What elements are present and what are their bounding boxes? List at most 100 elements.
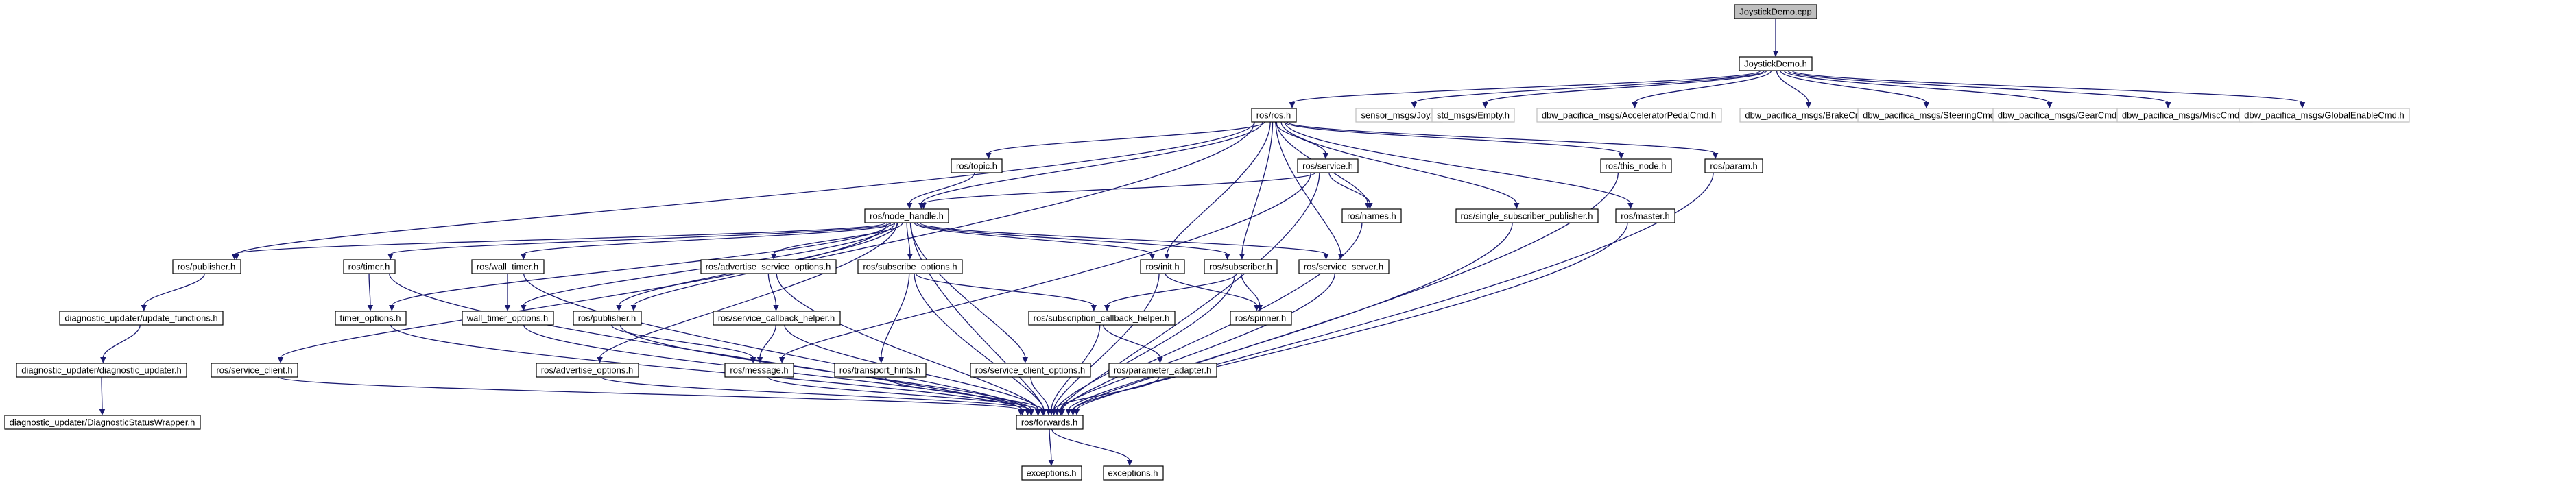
node-ros-param[interactable]: ros/param.h bbox=[1704, 158, 1763, 173]
arrowhead bbox=[1070, 409, 1076, 415]
edge-ros-names-to-ros-forwards bbox=[1062, 222, 1363, 411]
node-box bbox=[2239, 108, 2410, 123]
edge-ros-service-to-ros-forwards bbox=[1060, 172, 1320, 411]
node-box bbox=[1021, 465, 1082, 481]
arrowhead bbox=[1367, 203, 1373, 209]
edge-joystickdemo-h-to-dbw-steering bbox=[1780, 70, 1927, 104]
arrowhead bbox=[920, 203, 927, 209]
arrowhead bbox=[141, 305, 147, 311]
node-box bbox=[951, 158, 1003, 173]
node-ros-init[interactable]: ros/init.h bbox=[1140, 259, 1185, 274]
node-ros-parameter-adapter[interactable]: ros/parameter_adapter.h bbox=[1108, 363, 1217, 378]
arrowhead bbox=[1126, 460, 1133, 466]
edge-timer-options-to-ros-forwards bbox=[390, 324, 1023, 411]
arrowhead bbox=[1017, 409, 1024, 415]
node-ros-advertise-service-options[interactable]: ros/advertise_service_options.h bbox=[700, 259, 837, 274]
node-box bbox=[1455, 208, 1599, 223]
node-box bbox=[1431, 108, 1515, 123]
node-dbw-gear: dbw_pacifica_msgs/GearCmd.h bbox=[1992, 108, 2130, 123]
node-label: ros/message.h bbox=[730, 365, 788, 376]
node-exceptions-b[interactable]: exceptions.h bbox=[1103, 465, 1164, 481]
node-timer-options[interactable]: timer_options.h bbox=[335, 311, 407, 326]
node-diag-update-functions[interactable]: diagnostic_updater/update_functions.h bbox=[59, 311, 224, 326]
node-ros-publisher-mid[interactable]: ros/publisher.h bbox=[573, 311, 642, 326]
node-ros-subscription-callback-helper[interactable]: ros/subscription_callback_helper.h bbox=[1028, 311, 1176, 326]
node-box bbox=[1204, 259, 1278, 274]
node-ros-topic[interactable]: ros/topic.h bbox=[951, 158, 1003, 173]
edge-ros-service-client-options-to-ros-forwards bbox=[1030, 376, 1049, 411]
node-ros-forwards[interactable]: ros/forwards.h bbox=[1016, 415, 1084, 430]
node-ros-publisher-left[interactable]: ros/publisher.h bbox=[172, 259, 241, 274]
node-ros-message[interactable]: ros/message.h bbox=[724, 363, 794, 378]
arrowhead bbox=[231, 254, 238, 260]
node-label: ros/subscriber.h bbox=[1209, 262, 1272, 272]
node-ros-service-callback-helper[interactable]: ros/service_callback_helper.h bbox=[713, 311, 841, 326]
arrowhead bbox=[756, 357, 763, 363]
node-ros-names[interactable]: ros/names.h bbox=[1341, 208, 1402, 223]
node-joystickdemo-h[interactable]: JoystickDemo.h bbox=[1739, 56, 1813, 71]
node-box bbox=[471, 259, 545, 274]
edge-ros-ros-h-to-ros-this-node bbox=[1284, 121, 1622, 154]
arrowhead bbox=[99, 409, 106, 415]
edge-ros-ros-h-to-ros-node-handle bbox=[920, 121, 1263, 204]
node-label: ros/subscription_callback_helper.h bbox=[1034, 313, 1170, 324]
node-label: ros/service_client.h bbox=[216, 365, 292, 376]
edge-ros-advertise-options-to-ros-forwards bbox=[600, 376, 1031, 411]
node-ros-ros-h[interactable]: ros/ros.h bbox=[1251, 108, 1297, 123]
node-exceptions-a[interactable]: exceptions.h bbox=[1021, 465, 1082, 481]
node-wall-timer-options[interactable]: wall_timer_options.h bbox=[462, 311, 554, 326]
node-box bbox=[1536, 108, 1722, 123]
node-box bbox=[16, 363, 187, 378]
node-ros-master[interactable]: ros/master.h bbox=[1615, 208, 1675, 223]
node-label: ros/transport_hints.h bbox=[839, 365, 921, 376]
arrowhead bbox=[1065, 409, 1072, 415]
arrowhead bbox=[1322, 153, 1329, 159]
node-ros-transport-hints[interactable]: ros/transport_hints.h bbox=[834, 363, 927, 378]
node-diag-status-wrapper[interactable]: diagnostic_updater/DiagnosticStatusWrapp… bbox=[4, 415, 201, 430]
node-ros-single-subscriber-publisher[interactable]: ros/single_subscriber_publisher.h bbox=[1455, 208, 1599, 223]
arrowhead bbox=[2164, 102, 2171, 108]
arrowhead bbox=[1337, 254, 1344, 260]
node-ros-timer[interactable]: ros/timer.h bbox=[343, 259, 396, 274]
node-box bbox=[1704, 158, 1763, 173]
arrowhead bbox=[1411, 102, 1418, 108]
node-ros-service-client-options[interactable]: ros/service_client_options.h bbox=[970, 363, 1091, 378]
node-label: ros/service_callback_helper.h bbox=[718, 313, 835, 324]
edge-ros-ros-h-to-ros-init bbox=[1166, 121, 1271, 255]
node-box bbox=[1108, 363, 1217, 378]
arrowhead bbox=[1514, 203, 1520, 209]
node-ros-subscriber[interactable]: ros/subscriber.h bbox=[1204, 259, 1278, 274]
node-ros-advertise-options[interactable]: ros/advertise_options.h bbox=[536, 363, 639, 378]
node-ros-service-client[interactable]: ros/service_client.h bbox=[211, 363, 298, 378]
node-ros-subscribe-options[interactable]: ros/subscribe_options.h bbox=[857, 259, 963, 274]
node-ros-service[interactable]: ros/service.h bbox=[1297, 158, 1359, 173]
edge-ros-param-to-ros-forwards bbox=[1076, 172, 1714, 411]
node-box bbox=[1230, 311, 1292, 326]
node-ros-service-server[interactable]: ros/service_server.h bbox=[1298, 259, 1390, 274]
edge-ros-init-to-ros-forwards bbox=[1053, 273, 1160, 411]
node-ros-this-node[interactable]: ros/this_node.h bbox=[1600, 158, 1672, 173]
node-dbw-brake: dbw_pacifica_msgs/BrakeCmd.h bbox=[1739, 108, 1881, 123]
arrowhead bbox=[1149, 254, 1156, 260]
arrowhead bbox=[1923, 102, 1930, 108]
arrowhead bbox=[1239, 254, 1245, 260]
edge-ros-subscriber-to-ros-subscription-callback-helper bbox=[1106, 273, 1237, 306]
node-ros-wall-timer[interactable]: ros/wall_timer.h bbox=[471, 259, 545, 274]
arrowhead bbox=[504, 305, 511, 311]
node-ros-spinner[interactable]: ros/spinner.h bbox=[1230, 311, 1292, 326]
node-box bbox=[713, 311, 841, 326]
edge-ros-ros-h-to-ros-service-server bbox=[1275, 121, 1341, 255]
node-label: JoystickDemo.h bbox=[1744, 59, 1807, 69]
node-box bbox=[1298, 259, 1390, 274]
node-ros-node-handle[interactable]: ros/node_handle.h bbox=[864, 208, 949, 223]
node-box bbox=[211, 363, 298, 378]
node-label: wall_timer_options.h bbox=[466, 313, 549, 324]
graph-edges bbox=[99, 18, 2306, 466]
arrowhead bbox=[1034, 409, 1041, 415]
node-diag-updater[interactable]: diagnostic_updater/diagnostic_updater.h bbox=[16, 363, 187, 378]
arrowhead bbox=[1323, 254, 1329, 260]
edge-ros-subscriber-to-ros-spinner bbox=[1241, 273, 1261, 306]
arrowhead bbox=[1090, 305, 1097, 311]
node-label: dbw_pacifica_msgs/SteeringCmd.h bbox=[1863, 110, 2003, 121]
